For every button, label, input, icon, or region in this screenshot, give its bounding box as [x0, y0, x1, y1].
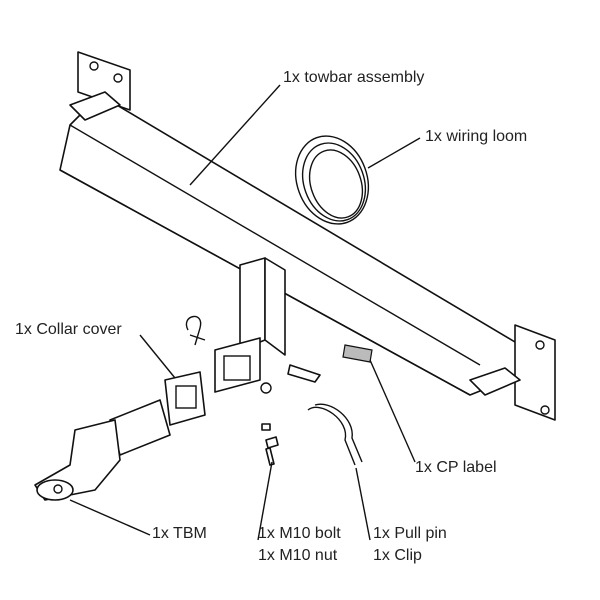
label-m10-bolt: 1x M10 bolt [258, 525, 341, 542]
wiring-loom [294, 135, 370, 225]
label-cp-label: 1x CP label [415, 459, 497, 476]
label-collar-cover: 1x Collar cover [15, 321, 122, 338]
cp-label [342, 344, 373, 363]
clip [185, 315, 206, 346]
m10-nut [261, 423, 271, 431]
label-tbm: 1x TBM [152, 525, 207, 542]
pull-pin [307, 403, 363, 466]
receiver [214, 337, 261, 393]
right-bracket-plate [514, 324, 556, 421]
label-pull-pin: 1x Pull pin [373, 525, 447, 542]
collar-cover [164, 371, 206, 426]
m10-bolt [265, 436, 279, 466]
tbm [34, 399, 171, 501]
label-wiring-loom: 1x wiring loom [425, 128, 528, 145]
leader-lines [69, 84, 421, 541]
label-m10-nut: 1x M10 nut [258, 547, 338, 564]
towbar-assembly [59, 51, 556, 421]
left-bracket-plate [77, 51, 131, 111]
left-tube-end [69, 91, 121, 121]
neck-tube [239, 257, 266, 351]
right-tube-end [469, 367, 521, 396]
label-towbar-assembly: 1x towbar assembly [283, 69, 425, 86]
label-clip: 1x Clip [373, 547, 422, 564]
